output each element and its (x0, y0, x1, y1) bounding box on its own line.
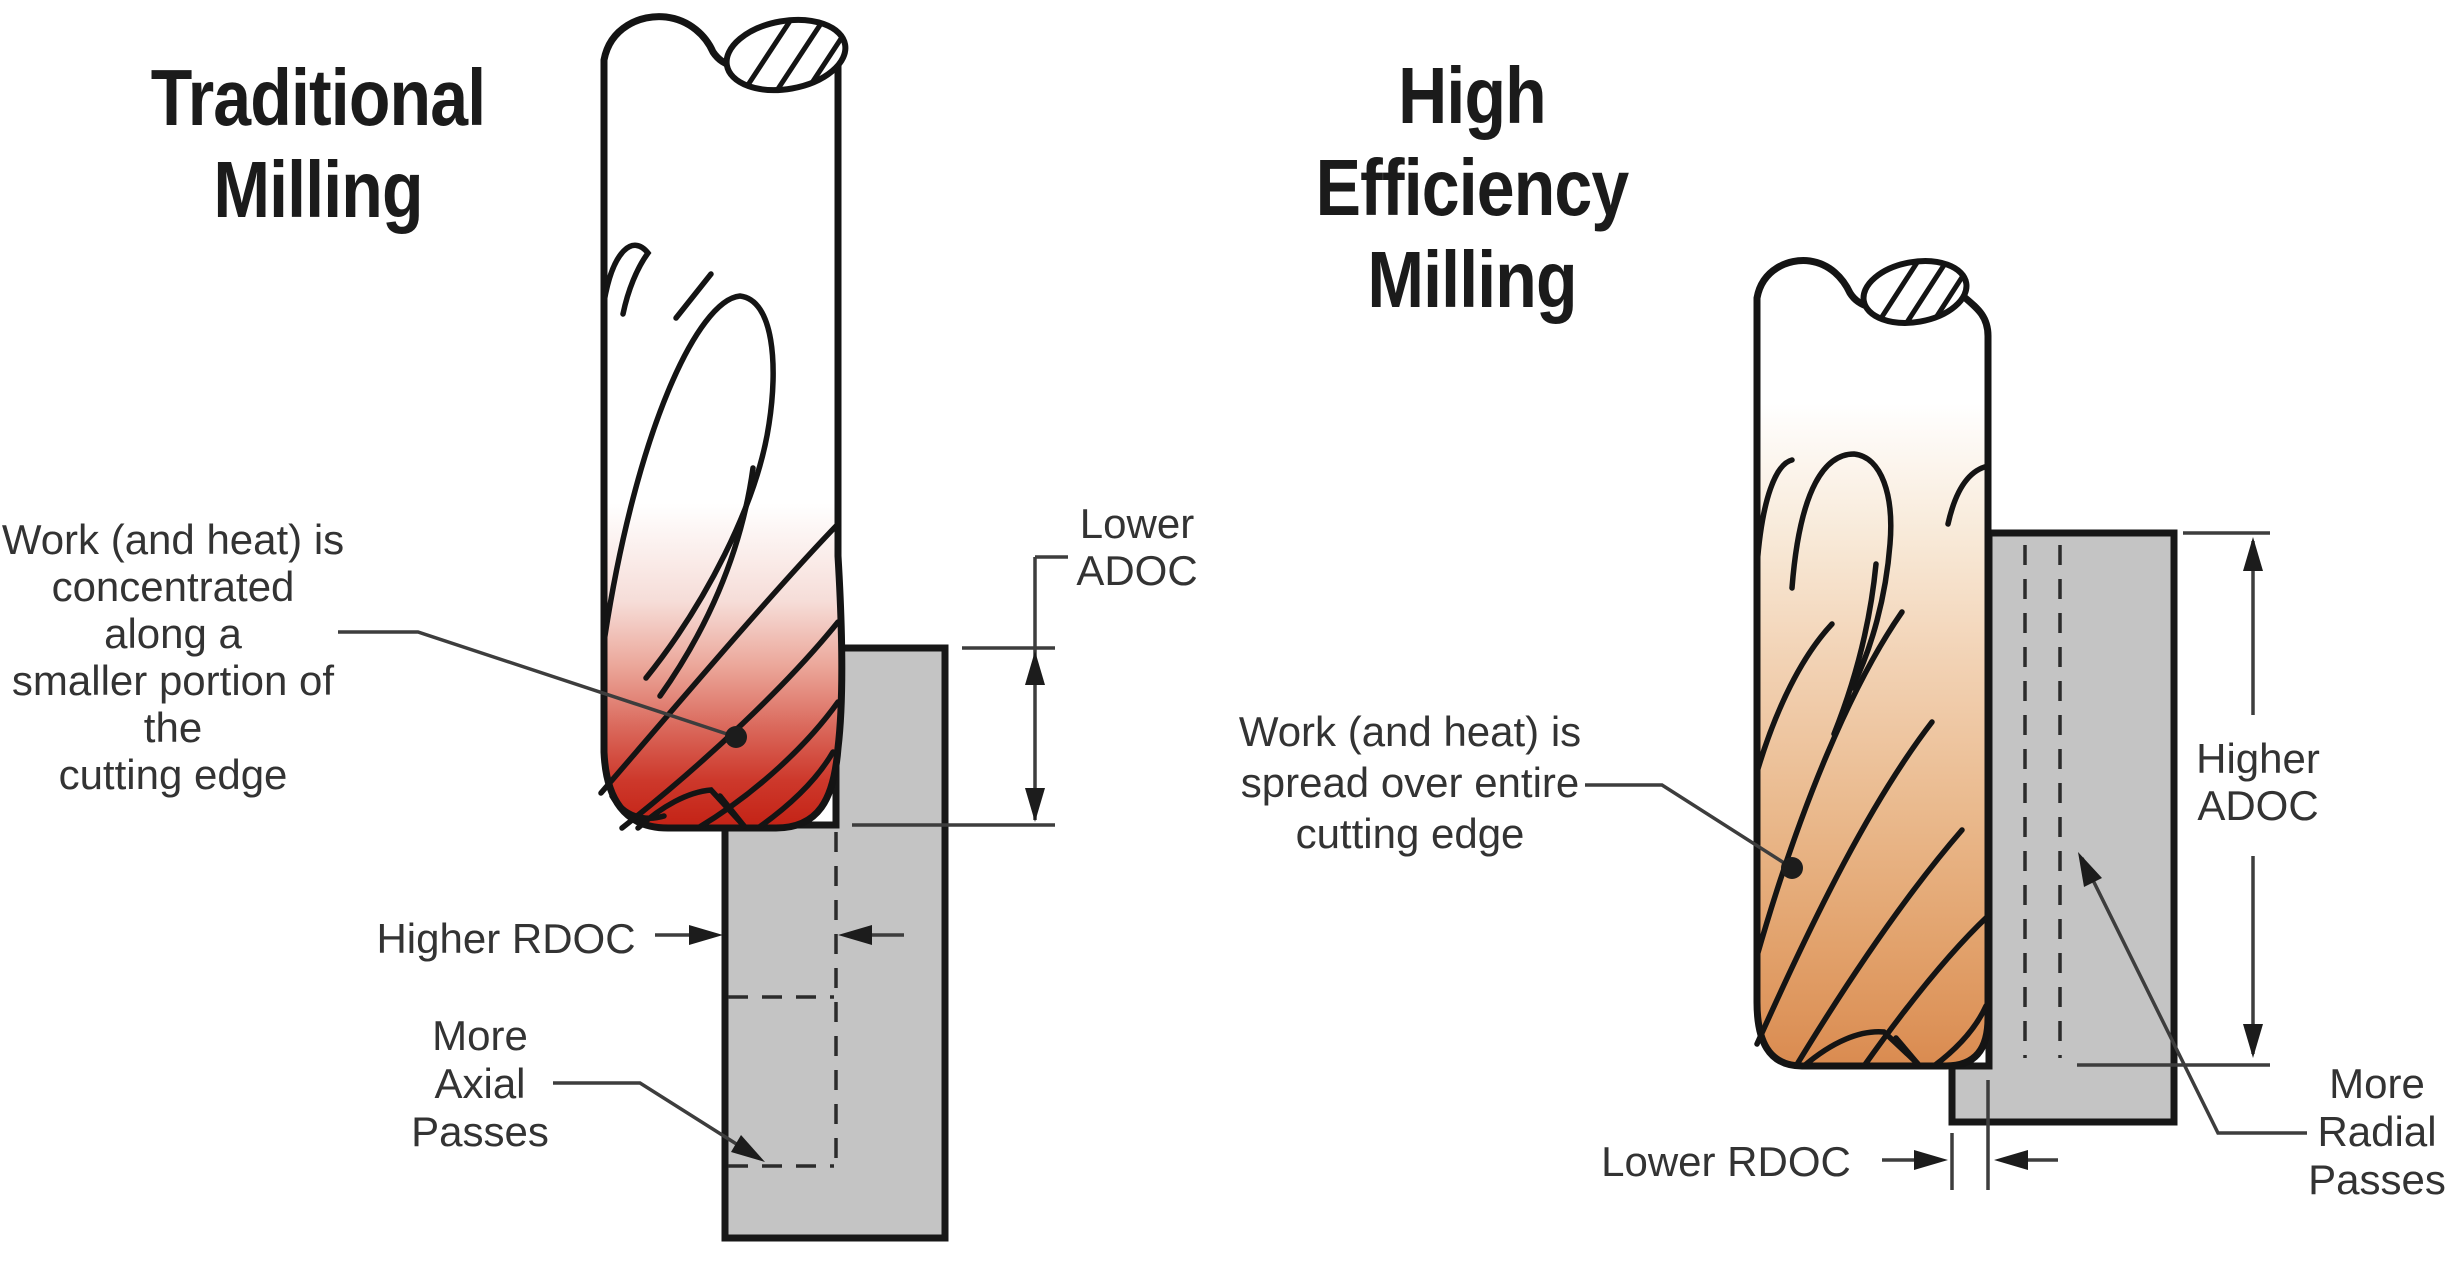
right-rdoc-dimension (1882, 1080, 2058, 1190)
left-adoc-arrow-up (1025, 651, 1045, 685)
right-adoc-arrow-up (2243, 537, 2263, 571)
left-axial-pass-lines (728, 832, 838, 1168)
left-axial-passes-leader (553, 1081, 765, 1162)
right-end-mill (1753, 256, 1992, 1070)
right-leader-dot (1781, 857, 1803, 879)
right-adoc-arrow-down (2243, 1024, 2263, 1058)
right-rdoc-arrow-right (1914, 1150, 1948, 1170)
right-annotation-leader (1585, 783, 1803, 879)
radial-passes-arrowhead (2078, 852, 2102, 887)
left-annotation-leader (338, 630, 747, 748)
right-adoc-label: Higher ADOC (2196, 735, 2320, 829)
right-annotation: Work (and heat) is spread over entire cu… (1238, 708, 1582, 857)
right-radial-passes-leader (2078, 852, 2307, 1135)
right-title: High Efficiency Milling (1315, 51, 1630, 324)
left-end-mill-flutes (598, 242, 841, 831)
right-radial-pass-lines (2023, 545, 2062, 1058)
left-title: Traditional Milling (150, 53, 486, 234)
left-rdoc-arrow-left (838, 925, 872, 945)
right-adoc-dimension (2077, 531, 2270, 1067)
left-rdoc-label: Higher RDOC (376, 915, 636, 962)
left-passes-label: More Axial Passes (411, 1012, 549, 1155)
left-shank-section-ellipse (723, 16, 851, 99)
left-adoc-dimension (852, 555, 1068, 827)
right-end-mill-flutes (1754, 451, 1991, 1069)
left-rdoc-dimension (655, 925, 904, 945)
right-passes-label: More Radial Passes (2308, 1060, 2446, 1203)
right-rdoc-arrow-left (1994, 1150, 2028, 1170)
left-rdoc-arrow-right (689, 925, 723, 945)
left-annotation: Work (and heat) is concentrated along a … (1, 516, 345, 798)
left-leader-dot (725, 726, 747, 748)
axial-passes-arrowhead (731, 1135, 765, 1162)
right-rdoc-label: Lower RDOC (1601, 1138, 1851, 1185)
left-adoc-arrow-down (1025, 788, 1045, 822)
left-end-mill (598, 13, 851, 832)
right-workpiece (1948, 529, 2178, 1126)
left-adoc-label: Lower ADOC (1076, 500, 1198, 594)
